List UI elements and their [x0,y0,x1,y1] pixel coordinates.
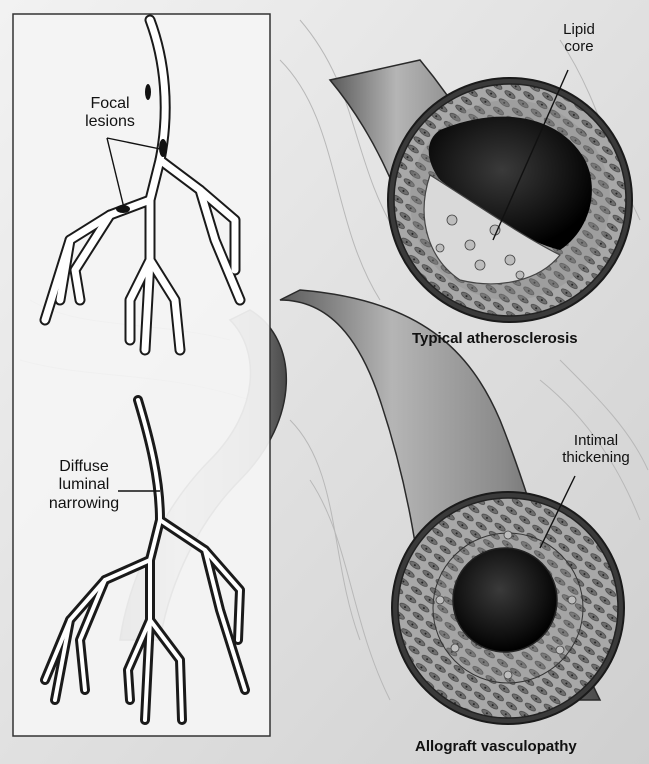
lumen-concentric [453,548,557,652]
focal-lesion-mark [159,139,167,157]
cross-section-allograft [392,492,624,724]
allograft-caption: Allograft vasculopathy [415,738,577,755]
atherosclerosis-caption: Typical atherosclerosis [412,330,578,347]
